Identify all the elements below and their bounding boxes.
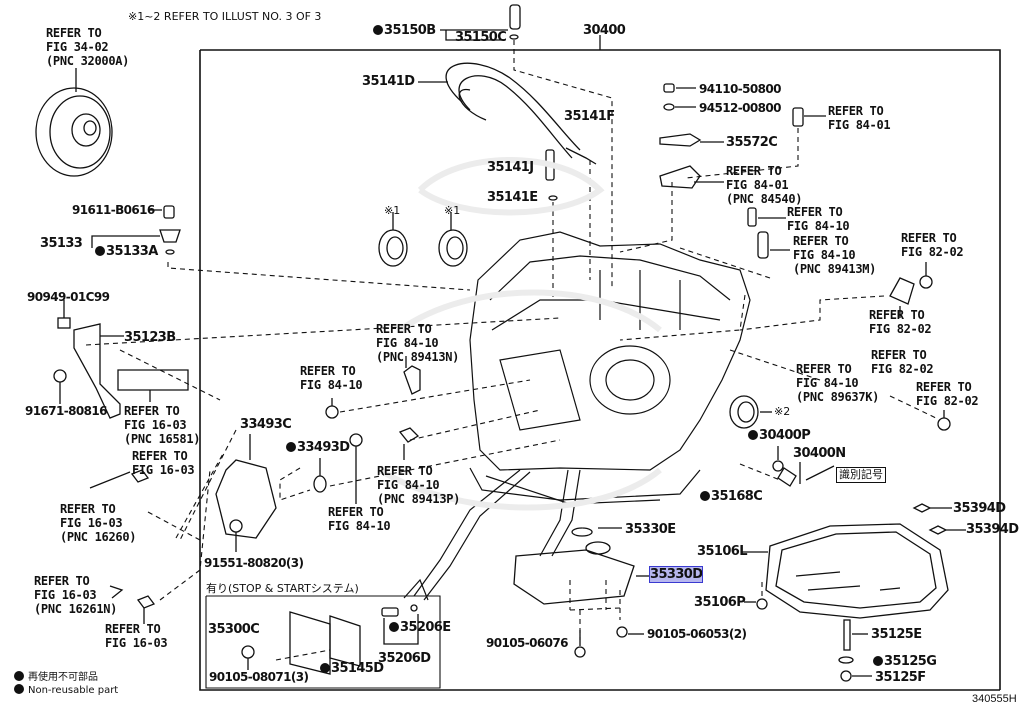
part-90105-06053[interactable]: 90105-06053(2) (647, 627, 747, 641)
part-35330e[interactable]: 35330E (625, 522, 676, 537)
part-35141j[interactable]: 35141J (487, 160, 534, 175)
part-35123b[interactable]: 35123B (124, 330, 176, 345)
part-91551-80820[interactable]: 91551-80820(3) (204, 556, 304, 570)
ref-fig-84-10-p[interactable]: REFER TO FIG 84-10 (PNC 89413P) (377, 464, 461, 506)
part-91611-b0616[interactable]: 91611-B0616 (72, 203, 155, 217)
oil-strainer-drawing (513, 549, 635, 605)
hardware-drawings (53, 83, 966, 682)
illustration-note: ※1~2 REFER TO ILLUST NO. 3 OF 3 (128, 10, 322, 23)
part-35394d-b[interactable]: 35394D (966, 522, 1019, 537)
breather-hose-drawing (418, 62, 581, 159)
ref-fig-84-10-m[interactable]: REFER TO FIG 84-10 (PNC 89413M) (793, 234, 877, 276)
oil-seal-drawings (378, 212, 772, 429)
part-33493d[interactable]: 33493D (286, 440, 350, 455)
ref-fig-16-03-e[interactable]: REFER TO FIG 16-03 (105, 622, 168, 650)
identification-mark-label: 識別記号 (836, 467, 886, 483)
legend-non-reusable-ja: 再使用不可部品 (14, 668, 98, 683)
ref-fig-16-03-pnc-16260[interactable]: REFER TO FIG 16-03 (PNC 16260) (60, 502, 137, 544)
part-35125g[interactable]: 35125G (873, 654, 937, 669)
part-35145d[interactable]: 35145D (320, 661, 384, 676)
part-35572c[interactable]: 35572C (726, 135, 778, 150)
part-35394d-a[interactable]: 35394D (953, 501, 1006, 516)
part-91671-80816[interactable]: 91671-80816 (25, 404, 107, 418)
ref-fig-84-01-a[interactable]: REFER TO FIG 84-01 (828, 104, 891, 132)
part-30400p[interactable]: 30400P (748, 428, 811, 443)
part-90105-08071[interactable]: 90105-08071(3) (209, 670, 309, 684)
part-35125e[interactable]: 35125E (871, 627, 922, 642)
seal-mark-1b: ※1 (444, 204, 461, 217)
part-35300c[interactable]: 35300C (208, 622, 260, 637)
watermark (378, 157, 662, 511)
part-30400[interactable]: 30400 (583, 23, 626, 38)
stop-start-box (205, 595, 441, 689)
non-reusable-dot-icon (14, 684, 24, 694)
part-35106p[interactable]: 35106P (694, 595, 746, 610)
part-35330d[interactable]: 35330D (648, 566, 704, 583)
ref-fig-84-10-n[interactable]: REFER TO FIG 84-10 (PNC 89413N) (376, 322, 460, 364)
part-90949-01c99[interactable]: 90949-01C99 (27, 290, 110, 304)
part-35141e[interactable]: 35141E (487, 190, 538, 205)
part-33493c[interactable]: 33493C (240, 417, 292, 432)
assembly-frame (199, 49, 1001, 691)
ref-fig-84-10-c[interactable]: REFER TO FIG 84-10 (328, 505, 391, 533)
part-35141f[interactable]: 35141F (564, 109, 615, 124)
part-35206d[interactable]: 35206D (378, 651, 431, 666)
ref-fig-16-03-pnc-16581[interactable]: REFER TO FIG 16-03 (PNC 16581) (124, 404, 201, 446)
illustration-code: 340555H (972, 693, 1017, 705)
seal-mark-2: ※2 (774, 405, 791, 418)
part-35106l[interactable]: 35106L (697, 544, 748, 559)
oil-pan-drawing (742, 523, 949, 619)
part-35133a[interactable]: 35133A (95, 244, 158, 259)
part-35133[interactable]: 35133 (40, 236, 83, 251)
part-35168c[interactable]: 35168C (700, 489, 763, 504)
part-35150c[interactable]: 35150C (455, 30, 507, 45)
part-90105-06076[interactable]: 90105-06076 (486, 636, 568, 650)
non-reusable-dot-icon (14, 671, 24, 681)
part-30400n[interactable]: 30400N (793, 446, 846, 461)
part-94110-50800[interactable]: 94110-50800 (699, 82, 781, 96)
legend-non-reusable-en: Non-reusable part (14, 684, 118, 696)
part-35141d[interactable]: 35141D (362, 74, 415, 89)
ref-fig-84-10-k[interactable]: REFER TO FIG 84-10 (PNC 89637K) (796, 362, 880, 404)
ref-fig-84-01-b[interactable]: REFER TO FIG 84-01 (PNC 84540) (726, 164, 803, 206)
stop-start-box-label: 有り(STOP & STARTシステム) (206, 582, 359, 595)
dashed-leaders (85, 40, 937, 661)
ref-fig-34-02[interactable]: REFER TO FIG 34-02 (PNC 32000A) (46, 26, 130, 68)
ref-fig-16-03-b[interactable]: REFER TO FIG 16-03 (132, 449, 195, 477)
transmission-case-drawing (403, 231, 751, 601)
seal-mark-1a: ※1 (384, 204, 401, 217)
fittings-drawing (440, 4, 597, 201)
ref-fig-84-10-b[interactable]: REFER TO FIG 84-10 (300, 364, 363, 392)
part-35125f[interactable]: 35125F (875, 670, 926, 685)
torque-converter-drawing (35, 68, 113, 177)
part-94512-00800[interactable]: 94512-00800 (699, 101, 781, 115)
part-35206e[interactable]: 35206E (389, 620, 451, 635)
ref-fig-82-02-a[interactable]: REFER TO FIG 82-02 (901, 231, 964, 259)
ref-fig-82-02-c[interactable]: REFER TO FIG 82-02 (871, 348, 934, 376)
ref-fig-82-02-b[interactable]: REFER TO FIG 82-02 (869, 308, 932, 336)
part-35150b[interactable]: 35150B (373, 23, 436, 38)
ref-fig-84-10-a[interactable]: REFER TO FIG 84-10 (787, 205, 850, 233)
ref-fig-82-02-d[interactable]: REFER TO FIG 82-02 (916, 380, 979, 408)
ref-fig-16-03-pnc-16261n[interactable]: REFER TO FIG 16-03 (PNC 16261N) (34, 574, 118, 616)
